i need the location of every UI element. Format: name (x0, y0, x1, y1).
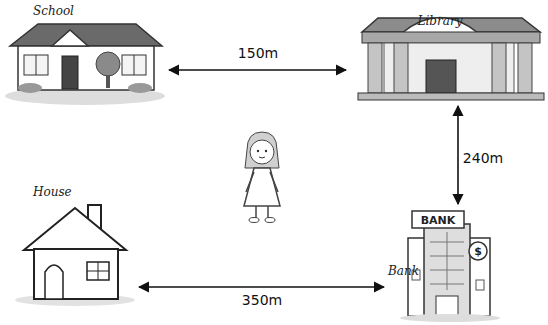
window-bar (36, 55, 37, 75)
house-door (45, 265, 63, 299)
bank-sign (412, 211, 464, 228)
bush (18, 83, 42, 93)
library-steps (358, 93, 544, 100)
school-roof (10, 24, 162, 46)
girl-leg (255, 206, 257, 218)
bank-label: Bank (388, 264, 419, 278)
distance-arrow (169, 69, 346, 71)
school-window (24, 55, 48, 75)
girl-head (250, 140, 274, 164)
window-line (447, 232, 448, 290)
girl-shoe (249, 218, 259, 223)
library-beam (362, 32, 540, 43)
school-window (122, 55, 146, 75)
school-gable (52, 30, 88, 46)
house-label: House (33, 185, 72, 199)
bank-door (436, 296, 458, 316)
girl-shoe (265, 218, 275, 223)
library-column (492, 43, 506, 93)
house-window (87, 262, 109, 280)
girl-dress (244, 168, 280, 206)
dollar-symbol: $ (474, 245, 482, 258)
library-label: Library (418, 14, 463, 28)
bank-tower (424, 224, 470, 316)
distance-label: 240m (463, 150, 503, 166)
girl-arm (270, 172, 278, 192)
girl-eye (257, 150, 259, 152)
house-drawing (15, 205, 135, 306)
dollar-badge (469, 242, 487, 260)
girl-figure (244, 132, 280, 223)
bank-ground (400, 314, 500, 322)
bush (128, 83, 152, 93)
library-door (426, 60, 456, 93)
library-column (518, 43, 532, 93)
building-node: Library (350, 3, 545, 102)
school-drawing (5, 24, 165, 105)
girl-eye (265, 150, 267, 152)
distance-arrow (457, 106, 459, 204)
girl-mouth (259, 157, 265, 158)
school-label: School (33, 4, 74, 18)
distance-label: 350m (242, 292, 282, 308)
distance-label: 150m (238, 45, 278, 61)
bank-sign-text: BANK (421, 214, 456, 227)
building-node: School (5, 4, 165, 106)
library-wall (384, 43, 514, 93)
bank-window (476, 280, 484, 290)
building-node: House (15, 183, 135, 305)
girl-leg (267, 206, 269, 218)
girl-arm (246, 172, 254, 192)
house-wall (34, 249, 118, 299)
school-wall (18, 46, 154, 90)
library-drawing (358, 18, 544, 101)
library-column (368, 43, 382, 93)
tree-crown (96, 52, 120, 76)
school-door (62, 56, 78, 89)
library-column (394, 43, 408, 93)
window-bar (134, 55, 135, 75)
distance-arrow (139, 286, 384, 288)
window-bar (87, 271, 109, 272)
house-roof (24, 208, 126, 250)
girl-hair (245, 132, 279, 168)
